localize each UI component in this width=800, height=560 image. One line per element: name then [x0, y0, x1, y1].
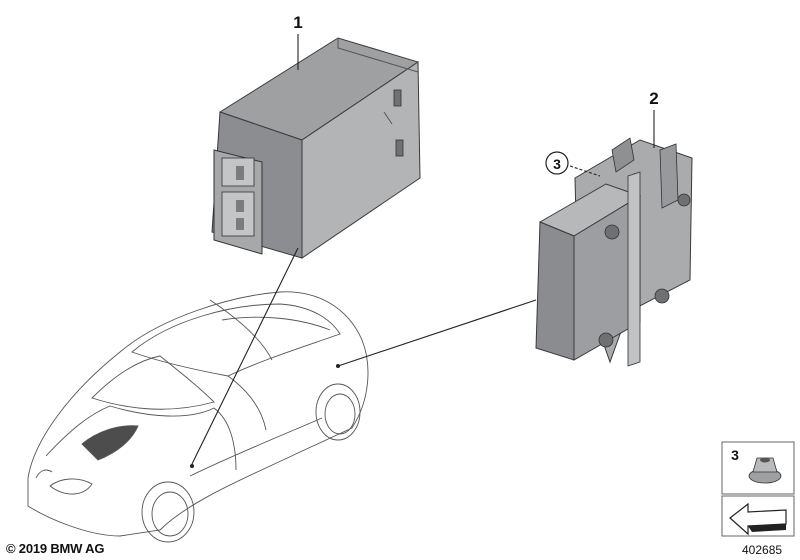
callout-1[interactable]: 1	[293, 13, 302, 32]
legend-box-arrow[interactable]	[721, 495, 795, 537]
control-module-part-2[interactable]	[535, 137, 693, 367]
view-arrow-icon	[729, 502, 787, 536]
leader-lines	[191, 34, 655, 465]
flange-nut-icon	[748, 457, 782, 484]
legend-item-number: 3	[731, 447, 739, 463]
callout-2[interactable]: 2	[649, 89, 658, 108]
vehicle-outline-drawing	[27, 291, 369, 543]
control-module-part-1[interactable]	[211, 37, 421, 259]
callout-3-group[interactable]: 3	[545, 151, 569, 175]
mount-point-rear	[336, 364, 340, 368]
copyright-text: © 2019 BMW AG	[6, 541, 105, 556]
mount-point-front	[190, 464, 194, 468]
callout-3[interactable]: 3	[553, 156, 561, 172]
legend-box-nut[interactable]: 3	[721, 441, 795, 495]
diagram-number: 402685	[742, 543, 783, 557]
